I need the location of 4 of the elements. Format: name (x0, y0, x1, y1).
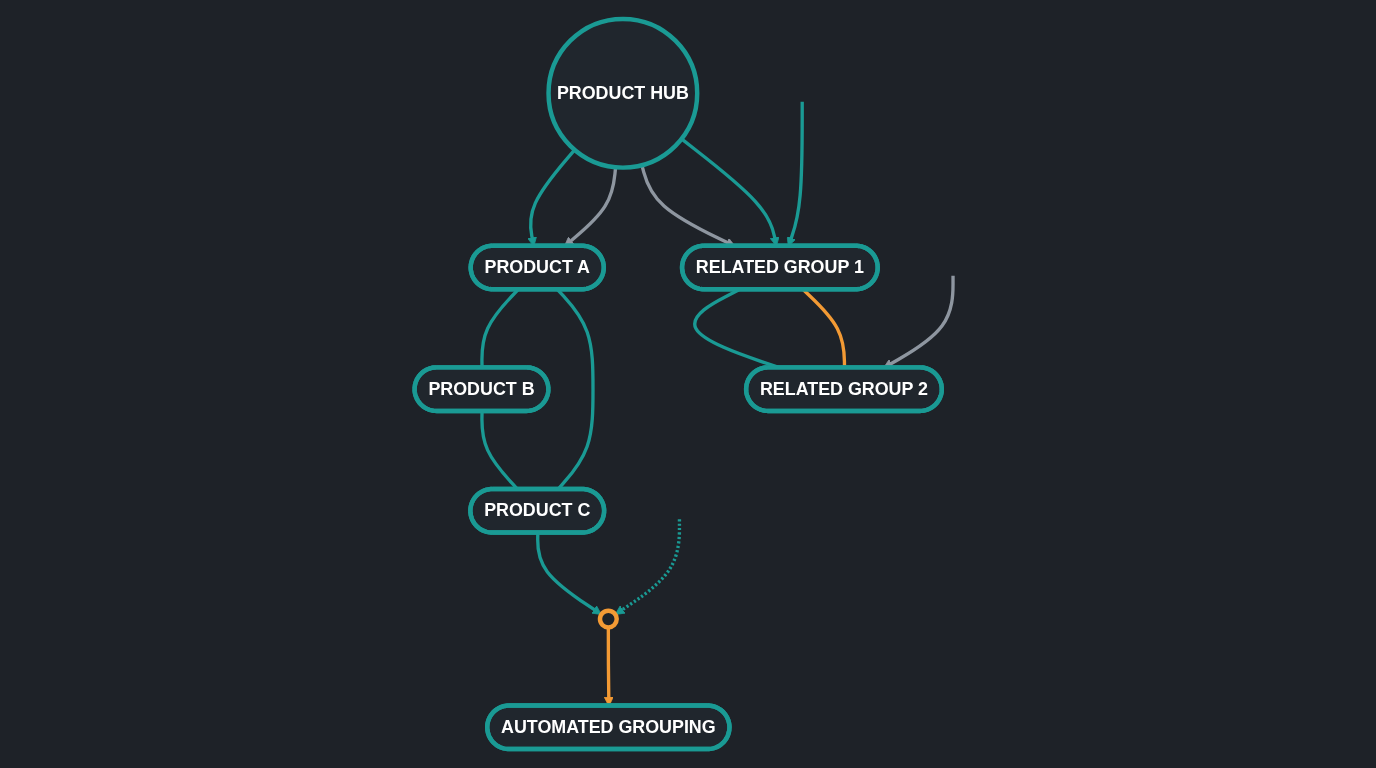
arrow (536, 533, 602, 615)
node-circle: PRODUCT HUB (546, 16, 700, 170)
node-circle (597, 608, 619, 630)
arrow (614, 519, 682, 615)
